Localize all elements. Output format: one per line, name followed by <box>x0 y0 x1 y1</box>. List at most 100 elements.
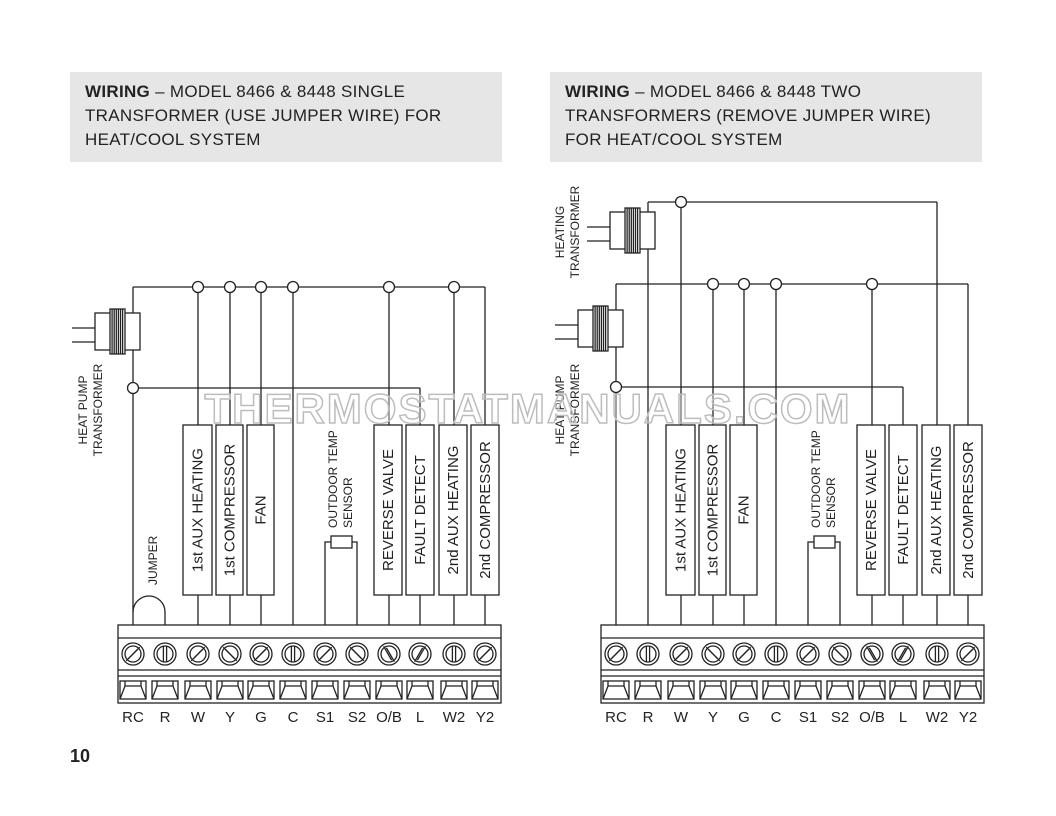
sensor-wire <box>807 541 841 625</box>
device-label: REVERSE VALVE <box>380 449 397 571</box>
clamp-inner <box>826 685 854 700</box>
wire-clamp-icon <box>634 680 662 700</box>
outdoor-temp-sensor-icon <box>813 535 836 549</box>
screw-slot <box>960 649 973 662</box>
terminal-label-8: O/B <box>859 709 885 726</box>
device-box: 2nd AUX HEATING <box>921 424 951 625</box>
terminal-screw-5 <box>281 642 305 666</box>
header-bold: WIRING <box>565 82 631 101</box>
screw-outer-icon <box>925 642 949 666</box>
wire-clamp-icon <box>279 680 307 700</box>
wire-junction <box>382 280 396 294</box>
screw-head-icon <box>799 645 817 663</box>
wire-clamp-icon <box>858 680 886 700</box>
terminal-label-4: G <box>738 709 750 726</box>
device-box: 1st AUX HEATING <box>665 424 696 625</box>
terminal-label-9: L <box>899 709 907 726</box>
clamp-inner <box>699 685 727 700</box>
clamp-frame <box>440 680 468 700</box>
terminal-label-6: S1 <box>316 709 334 726</box>
transformer-label: HEATING <box>553 206 567 258</box>
terminal-label-0: RC <box>122 709 144 726</box>
screw-outer-icon <box>218 642 242 666</box>
screw-outer-icon <box>669 642 693 666</box>
screw-head-icon <box>189 645 207 663</box>
terminal-label-11: Y2 <box>959 709 977 726</box>
wire-junction <box>126 381 140 395</box>
wire-clamp-icon <box>471 680 499 700</box>
screw-head-icon <box>959 645 977 663</box>
terminal-screw-3 <box>218 642 242 666</box>
screw-head-icon <box>445 645 463 663</box>
device-box: FAN <box>729 424 758 625</box>
clamp-frame <box>858 680 886 700</box>
terminal-screw-0 <box>604 642 628 666</box>
clamp-inner <box>762 685 790 700</box>
wire-junction <box>447 280 461 294</box>
screw-slot <box>414 647 424 663</box>
screw-slot <box>317 649 330 662</box>
wire-junction <box>865 277 879 291</box>
terminal-screw-11 <box>473 642 497 666</box>
terminal-screw-2 <box>669 642 693 666</box>
clamp-inner <box>216 685 244 700</box>
screw-outer-icon <box>408 642 432 666</box>
device-label: 1st AUX HEATING <box>673 448 690 572</box>
clamp-frame <box>923 680 951 700</box>
device-box: REVERSE VALVE <box>856 424 886 625</box>
device-box: FAULT DETECT <box>888 424 918 625</box>
screw-head-icon <box>348 645 366 663</box>
sensor-label: SENSOR <box>824 477 838 528</box>
sensor-wire <box>324 541 358 625</box>
clamp-frame <box>634 680 662 700</box>
terminal-screw-10 <box>442 642 466 666</box>
clamp-frame <box>730 680 758 700</box>
clamp-inner <box>247 685 275 700</box>
wire-clamp-icon <box>440 680 468 700</box>
screw-outer-icon <box>186 642 210 666</box>
device-rect <box>438 424 468 596</box>
transformer-label: HEAT PUMP <box>76 376 90 445</box>
clamp-frame <box>343 680 371 700</box>
wire-clamp-icon <box>184 680 212 700</box>
wiring-header-two-transformers: WIRING – MODEL 8466 & 8448 TWO TRANSFORM… <box>550 72 982 162</box>
terminal-screw-8 <box>377 642 401 666</box>
screw-slot <box>253 649 266 662</box>
jumper-label: JUMPER <box>146 535 160 585</box>
clamp-inner <box>858 685 886 700</box>
device-box: 1st AUX HEATING <box>182 424 213 625</box>
terminal-label-4: G <box>255 709 267 726</box>
terminal-label-7: S2 <box>348 709 366 726</box>
screw-head-icon <box>124 645 142 663</box>
clamp-frame <box>216 680 244 700</box>
screw-slot <box>736 649 749 662</box>
clamp-frame <box>954 680 982 700</box>
screw-head-icon <box>863 645 881 663</box>
terminal-label-7: S2 <box>831 709 849 726</box>
screw-slot <box>416 645 426 661</box>
screw-outer-icon <box>764 642 788 666</box>
screw-slot <box>222 646 235 659</box>
outdoor-temp-sensor-icon <box>330 535 353 549</box>
device-label: 1st COMPRESSOR <box>222 444 239 577</box>
clamp-inner <box>471 685 499 700</box>
device-label: 2nd AUX HEATING <box>928 446 945 575</box>
screw-head-icon <box>672 645 690 663</box>
device-rect <box>856 424 886 596</box>
watermark: THERMOSTATMANUALS.COM <box>204 385 851 432</box>
wire-clamp-icon <box>311 680 339 700</box>
clamp-frame <box>826 680 854 700</box>
screw-head-icon <box>639 645 657 663</box>
terminal-screw-7 <box>828 642 852 666</box>
clamp-frame <box>247 680 275 700</box>
clamp-inner <box>730 685 758 700</box>
wire-junction <box>191 280 205 294</box>
device-box: 2nd COMPRESSOR <box>470 424 500 625</box>
clamp-frame <box>794 680 822 700</box>
wire-clamp-icon <box>794 680 822 700</box>
terminal-label-5: C <box>771 709 782 726</box>
screw-outer-icon <box>828 642 852 666</box>
device-label: 2nd COMPRESSOR <box>477 441 494 579</box>
wire-clamp-icon <box>119 680 147 700</box>
